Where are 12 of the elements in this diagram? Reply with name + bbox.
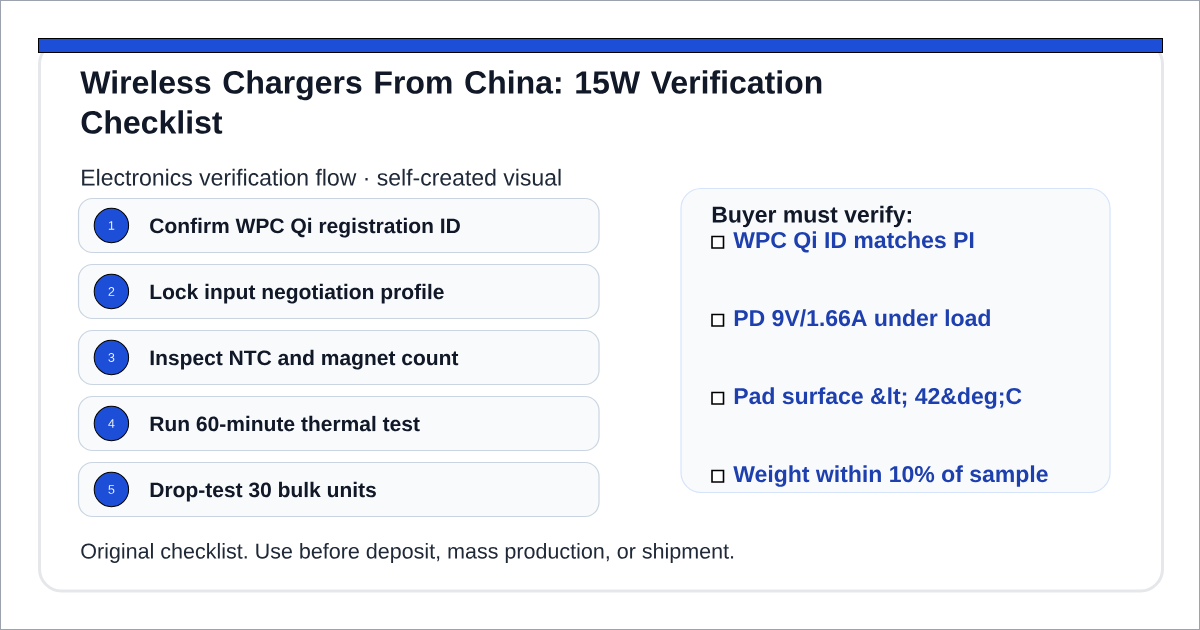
number-badge: 1 (93, 207, 130, 244)
number-badge: 5 (93, 471, 130, 508)
number-badge: 3 (93, 339, 130, 376)
checklist-item: Pad surface &lt; 42&deg;C (734, 387, 1022, 409)
checklist-item: WPC Qi ID matches PI (733, 231, 974, 253)
number-badge: 4 (93, 405, 130, 442)
title: Wireless Chargers From China: 15W Verification Checklist (80, 70, 822, 134)
footnote: Original checklist. Use before deposit, mass production, or shipment. (81, 542, 734, 563)
number-badge: 2 (93, 273, 130, 310)
checklist-item: PD 9V/1.66A under load (734, 309, 990, 327)
subtitle: Electronics verification flow · self-created visual (82, 168, 561, 186)
checklist-item: Weight within 10% of sample (733, 465, 1048, 487)
